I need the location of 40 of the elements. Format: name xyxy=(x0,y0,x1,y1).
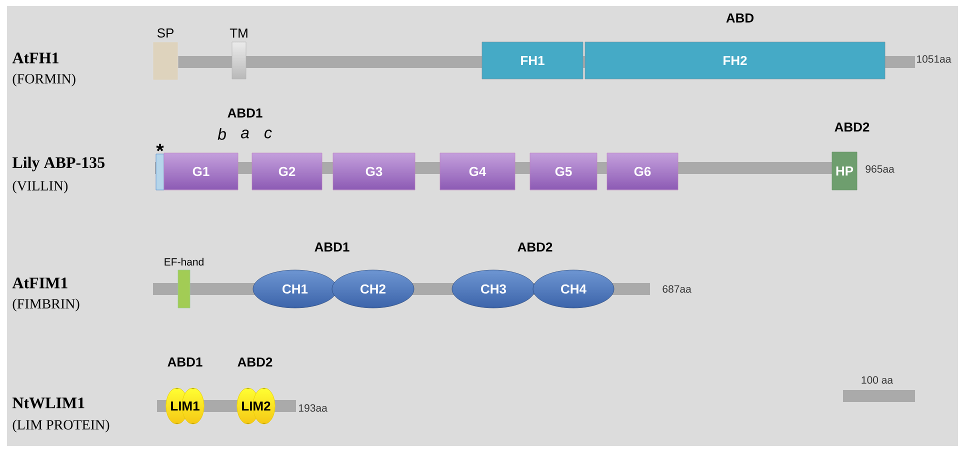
node-label: TM xyxy=(230,28,248,38)
site-label: a xyxy=(240,130,249,138)
length-label: 100 aa xyxy=(862,376,894,384)
gelsolin-domain-box: G1 xyxy=(164,152,238,190)
node-label: EF-hand xyxy=(164,258,204,266)
domain-label: ABD1 xyxy=(228,108,262,118)
domain-box: FH1 xyxy=(482,42,584,80)
lim-domain: LIM2 xyxy=(236,388,276,424)
domain-label: ABD2 xyxy=(518,242,552,252)
gelsolin-domain-box: G6 xyxy=(606,152,678,190)
headpiece-box: HP xyxy=(832,152,858,190)
length-label: 193aa xyxy=(299,404,328,412)
protein-family: (LIM PROTEIN) xyxy=(12,420,110,432)
protein-name: AtFH1 xyxy=(12,52,58,64)
protein-family: (VILLIN) xyxy=(12,180,68,194)
signal-peptide-box: SP xyxy=(152,28,178,80)
site-label: b xyxy=(218,128,226,140)
lim-domain: LIM1 xyxy=(166,388,204,424)
ef-hand-box: EF-hand xyxy=(164,258,204,308)
transmembrane-box: TM xyxy=(230,28,248,80)
domain-label: ABD xyxy=(726,14,754,22)
length-label: 1051aa xyxy=(917,55,952,63)
domain-label: ABD1 xyxy=(168,358,202,366)
domain-label: ABD1 xyxy=(314,242,350,252)
site-label: c xyxy=(264,130,272,138)
node-label: SP xyxy=(157,28,174,38)
protein-name: Lily ABP-135 xyxy=(12,156,105,172)
protein-family: (FIMBRIN) xyxy=(12,298,80,312)
domain-label: ABD2 xyxy=(238,357,272,367)
gelsolin-domain-box: G5 xyxy=(530,152,598,190)
gelsolin-domain-box: G4 xyxy=(440,152,516,190)
gelsolin-domain-box: G3 xyxy=(332,152,416,190)
gelsolin-domain-box: G2 xyxy=(252,152,322,190)
node-label: * xyxy=(156,144,164,152)
length-label: 687aa xyxy=(662,285,692,293)
protein-name: NtWLIM1 xyxy=(12,398,84,408)
domain-label: ABD2 xyxy=(834,122,870,132)
domain-box: * xyxy=(156,144,164,190)
protein-family: (FORMIN) xyxy=(12,74,76,86)
protein-name: AtFIM1 xyxy=(12,278,68,288)
